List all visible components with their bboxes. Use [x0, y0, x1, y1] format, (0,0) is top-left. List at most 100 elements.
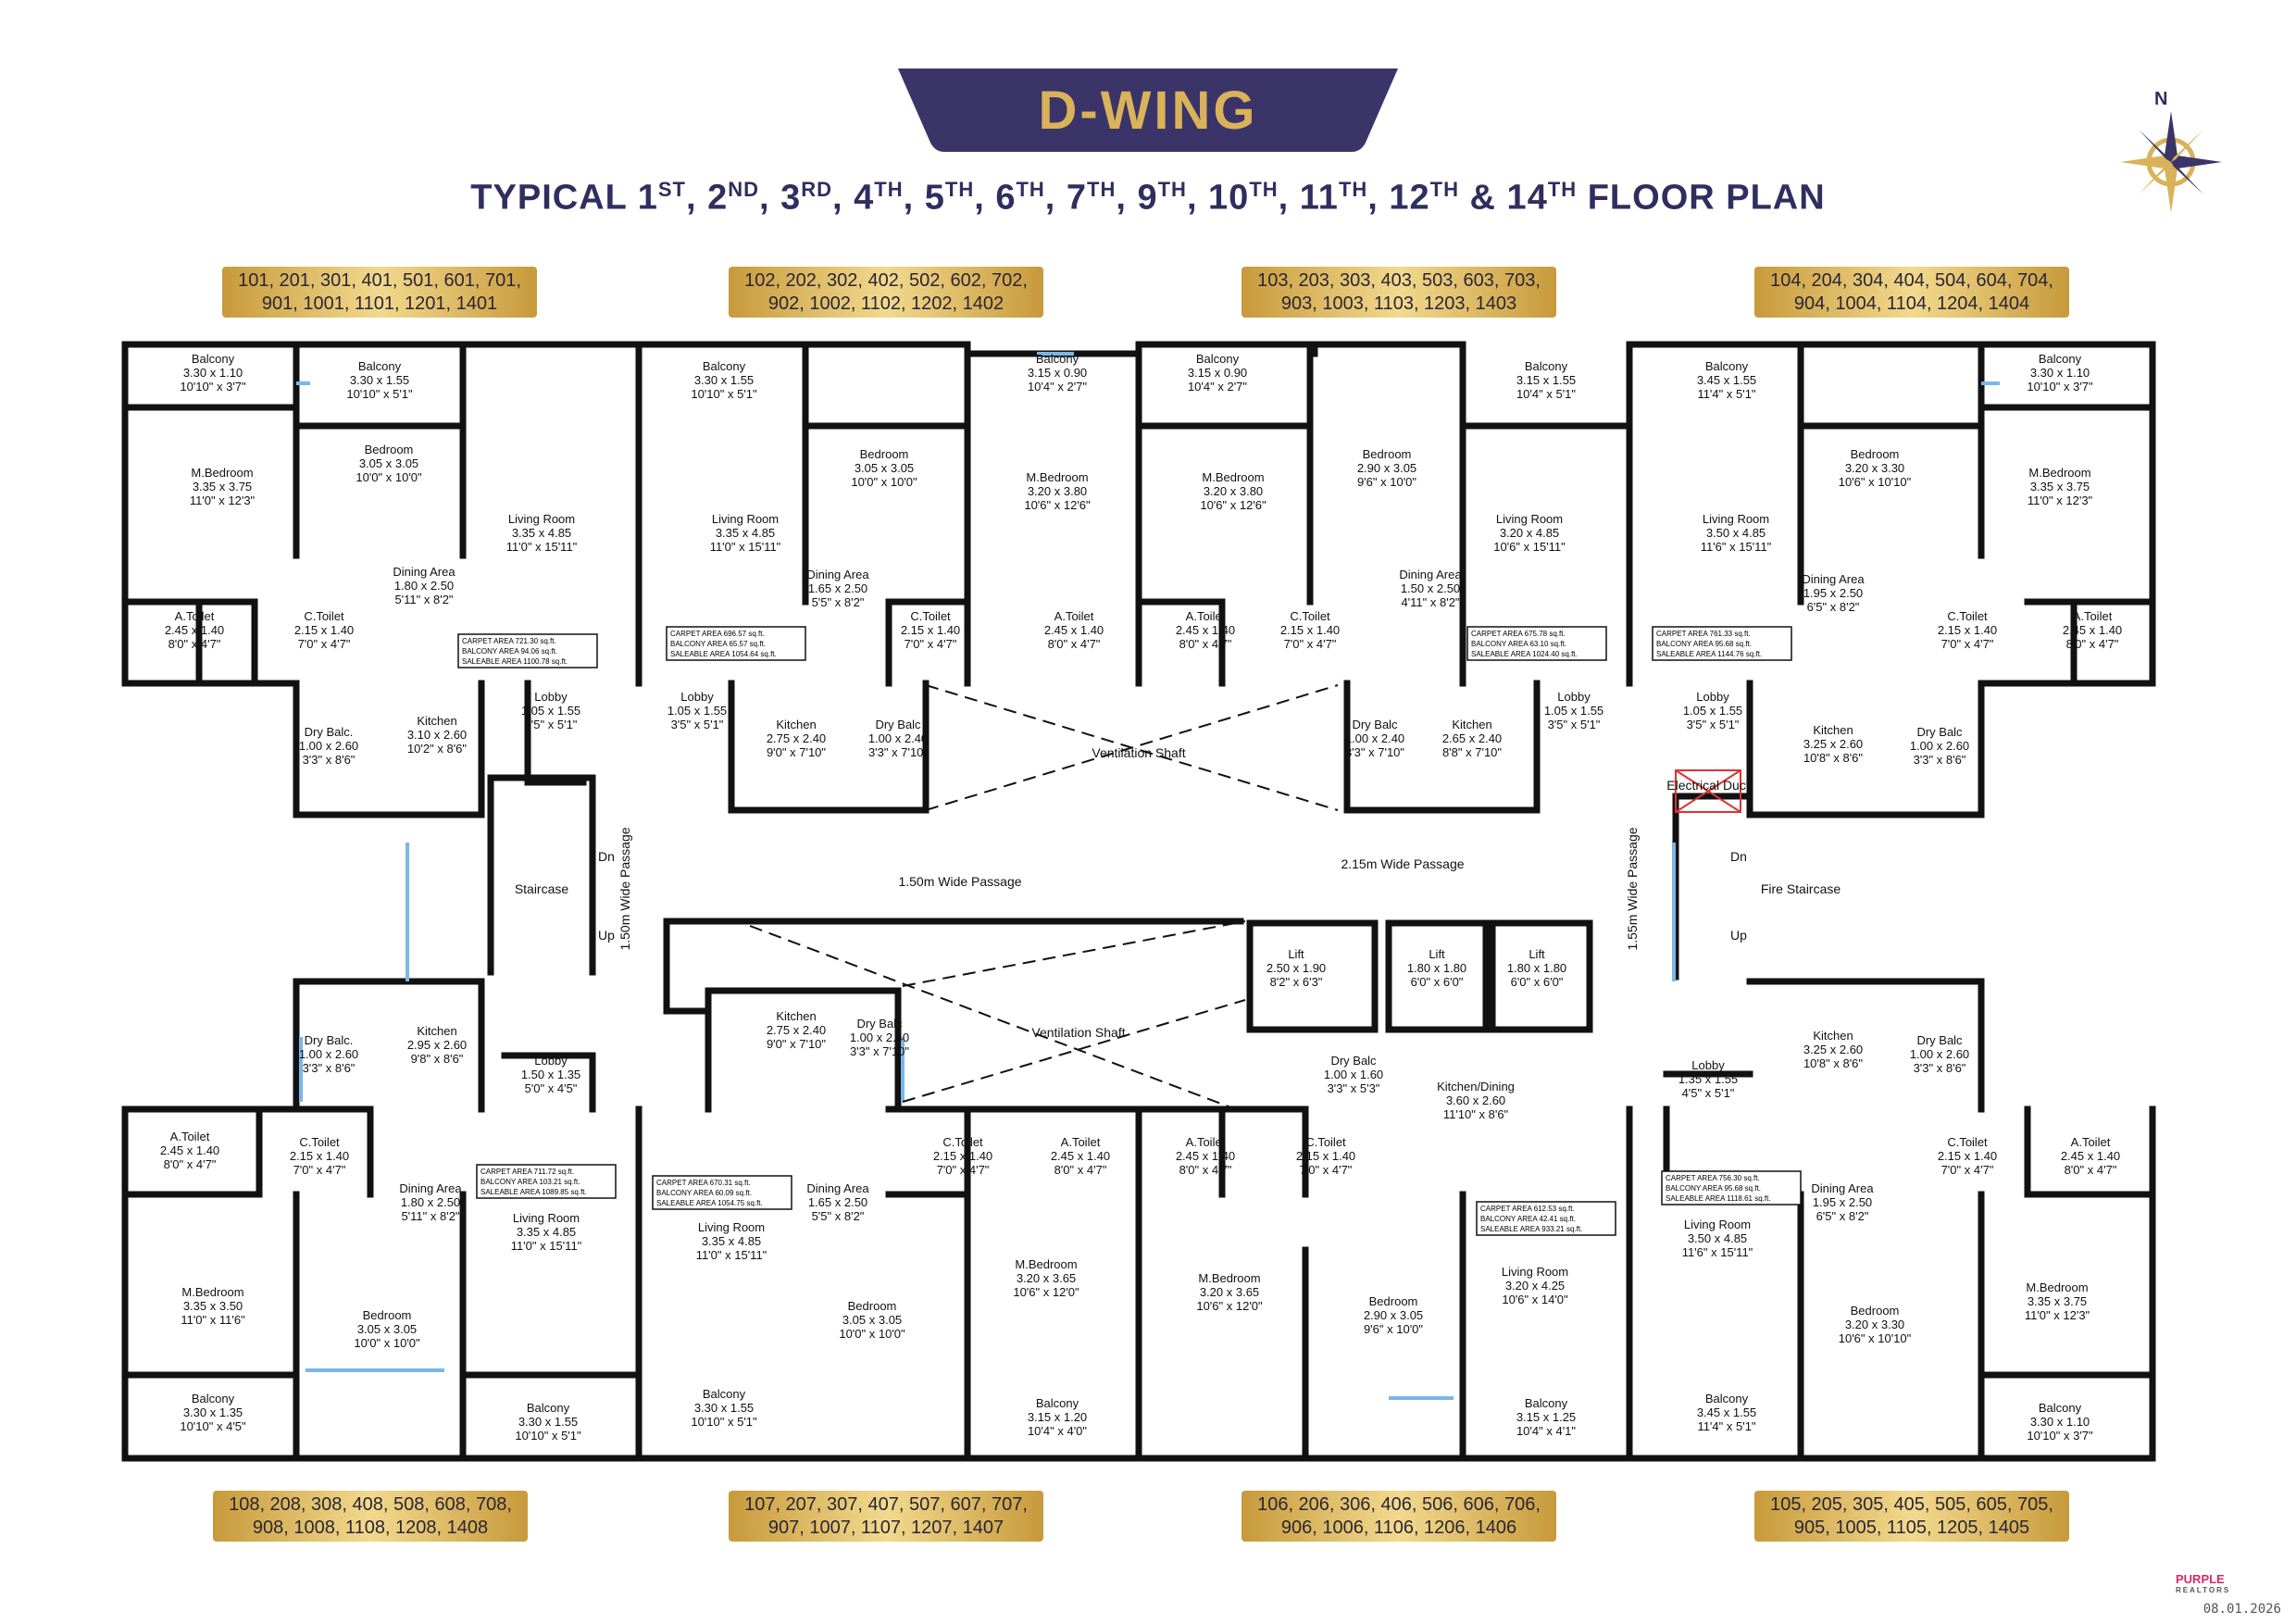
plan-title-part: & 14 [1459, 178, 1548, 218]
plan-title-part: , 2 [685, 178, 729, 218]
area-table-row: CARPET AREA 711.72 sq.ft. [480, 1168, 574, 1176]
plan-title-sup: TH [1157, 178, 1187, 201]
compass-north-label: N [2154, 89, 2168, 109]
area-table-row: SALEABLE AREA 1024.40 sq.ft. [1471, 650, 1578, 658]
unit-group-label-bottom-2: 107, 207, 307, 407, 507, 607, 707,907, 1… [729, 1491, 1043, 1542]
area-table-row: SALEABLE AREA 1089.85 sq.ft. [480, 1188, 587, 1196]
common-label-dn-2: Dn [1730, 849, 1747, 864]
area-table-u7: CARPET AREA 670.31 sq.ft.BALCONY AREA 60… [652, 1175, 792, 1210]
common-label-vent-shaft: Ventilation Shaft [1092, 745, 1185, 760]
plan-title-part: , 6 [974, 178, 1017, 218]
common-label-staircase: Staircase [515, 881, 569, 896]
wing-title: D-WING [1038, 81, 1258, 141]
plan-title-sup: TH [1429, 178, 1459, 201]
plan-title-sup: TH [944, 178, 975, 201]
area-table-row: SALEABLE AREA 1054.75 sq.ft. [656, 1199, 763, 1207]
plan-title-sup: TH [1338, 178, 1368, 201]
plan-title-sup: TH [1547, 178, 1578, 201]
plan-title-part: , 4 [832, 178, 875, 218]
area-table-row: BALCONY AREA 63.10 sq.ft. [1471, 640, 1566, 648]
plan-title-part: , 7 [1044, 178, 1088, 218]
common-label-electrical-duct: Electrical Duct [1666, 778, 1750, 793]
area-table-row: SALEABLE AREA 933.21 sq.ft. [1480, 1225, 1582, 1233]
plan-title-sup: TH [1087, 178, 1117, 201]
area-table-row: BALCONY AREA 95.68 sq.ft. [1656, 640, 1752, 648]
area-table-u5: CARPET AREA 756.30 sq.ft.BALCONY AREA 95… [1661, 1170, 1802, 1206]
plan-title-sup: RD [801, 178, 833, 201]
unit-group-label-bottom-1: 108, 208, 308, 408, 508, 608, 708,908, 1… [213, 1491, 528, 1542]
plan-title-sup: ND [728, 178, 760, 201]
area-table-u8: CARPET AREA 711.72 sq.ft.BALCONY AREA 10… [476, 1164, 617, 1199]
plan-title-part: , 12 [1367, 178, 1430, 218]
area-table-row: CARPET AREA 612.53 sq.ft. [1480, 1205, 1575, 1213]
common-label-dn: Dn [598, 849, 615, 864]
area-table-row: CARPET AREA 721.30 sq.ft. [462, 637, 556, 645]
plan-title-part: , 11 [1278, 178, 1339, 218]
plan-title-part: , 3 [759, 178, 802, 218]
common-label-passage-v2: 1.55m Wide Passage [1625, 827, 1640, 950]
area-table-row: SALEABLE AREA 1054.64 sq.ft. [670, 650, 777, 658]
plan-title-part: , 5 [903, 178, 945, 218]
plan-title-part: , 9 [1116, 178, 1158, 218]
wing-title-banner [898, 69, 1398, 152]
area-table-row: CARPET AREA 675.78 sq.ft. [1471, 630, 1566, 638]
area-table-u2: CARPET AREA 696.57 sq.ft.BALCONY AREA 65… [666, 626, 806, 661]
plan-title-sup: ST [657, 178, 686, 201]
area-table-row: SALEABLE AREA 1118.61 sq.ft. [1666, 1194, 1771, 1203]
print-date: 08.01.2026 [2202, 1602, 2281, 1617]
common-label-fire-staircase: Fire Staircase [1761, 881, 1841, 896]
common-label-up-2: Up [1730, 928, 1747, 943]
area-table-row: SALEABLE AREA 1100.78 sq.ft. [462, 657, 568, 666]
plan-title-part: , 10 [1186, 178, 1250, 218]
area-table-row: BALCONY AREA 65.57 sq.ft. [670, 640, 766, 648]
area-table-u3: CARPET AREA 675.78 sq.ft. BALCONY AREA 63… [1466, 626, 1607, 661]
area-table-row: BALCONY AREA 42.41 sq.ft. [1480, 1215, 1576, 1223]
